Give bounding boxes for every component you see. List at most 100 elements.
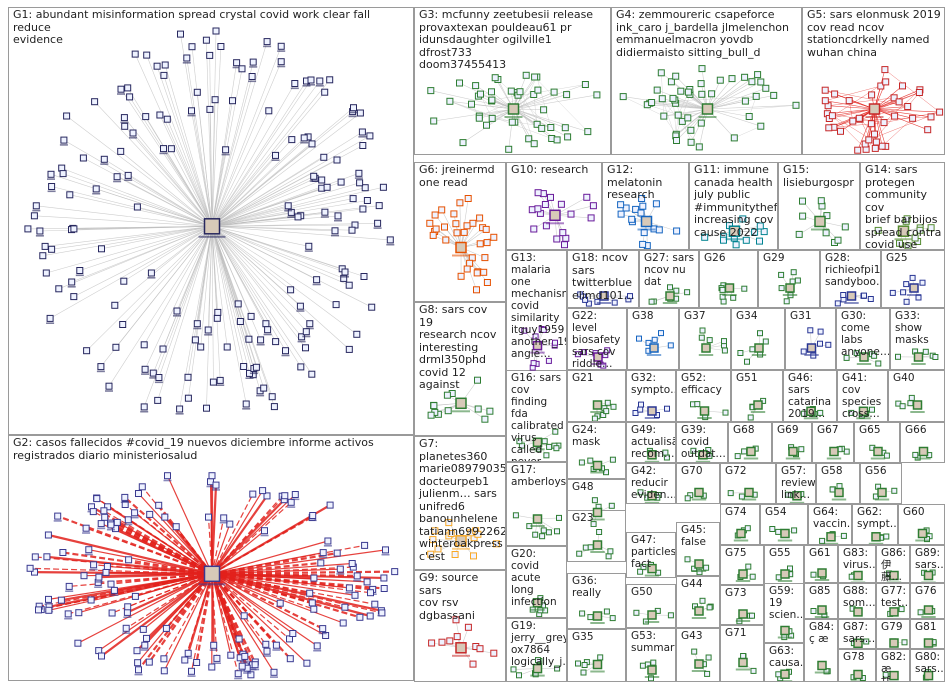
node [456,79,463,87]
node [222,146,230,154]
hub-node-g38 [649,343,659,353]
node [660,112,668,120]
edge [184,573,213,661]
edge [211,226,273,397]
node-caption-mark [120,501,129,503]
node [508,118,516,126]
node [476,645,484,653]
node [36,227,44,235]
node [750,667,757,674]
node [474,405,482,413]
node [854,146,862,154]
hub-node-particles [647,563,657,574]
node [191,336,199,344]
node [696,569,703,575]
node-caption-mark [245,377,254,379]
node-caption-mark [209,649,218,651]
edge [110,573,213,585]
edge [188,226,213,399]
node [427,411,435,419]
group-g25: G25 [881,250,945,308]
edge [120,151,213,227]
node [667,612,674,619]
node-caption-mark [187,675,196,677]
edge [211,573,268,652]
node [238,65,246,73]
node [247,671,255,679]
node [302,328,310,336]
node [438,206,446,214]
node [205,513,212,521]
hub-caption-mark [691,498,707,501]
node [287,208,295,216]
group-g78: G78 [838,649,876,682]
node [762,338,769,345]
node [751,228,759,236]
hub-node-false [694,559,704,569]
group-g15: G15: lisieburgospr [778,162,860,250]
node-caption-mark [130,516,139,519]
group-network [922,669,934,681]
node [452,616,460,624]
node [463,222,471,230]
hub-node-g43 [694,659,704,669]
node [488,88,495,96]
node [142,113,150,121]
node-caption-mark [243,672,252,674]
node [161,61,169,69]
group-network [735,653,757,674]
edge [657,89,708,110]
node [553,136,561,144]
node [792,101,800,109]
node [453,633,461,641]
node-caption-mark [263,333,272,336]
hub-node-zemmoureric [701,103,714,115]
node [585,300,592,307]
edge [211,517,225,574]
node [609,456,616,463]
edge [884,69,940,113]
hub-node-g68 [746,446,756,457]
hub-caption-mark [644,621,660,623]
group-g51: G51 [731,370,783,422]
edge [828,105,875,110]
node [318,176,326,184]
edge [211,173,360,227]
node [741,285,748,292]
node [843,354,850,361]
hub-node-research [549,209,561,222]
node [235,635,243,643]
node [708,90,716,98]
node-caption-mark [120,121,129,124]
node [658,330,664,337]
node [120,114,128,122]
node-layer [915,527,933,543]
node-caption-mark [291,498,300,501]
node-caption-mark [349,111,358,114]
edge [211,46,282,227]
node [837,127,844,135]
group-network [619,65,800,151]
node [752,92,760,100]
group-network [733,525,751,542]
group-g46: G46: sars catarina 2019… [783,370,837,422]
edge [829,108,875,119]
group-network [769,526,798,542]
node-caption-mark [216,384,225,386]
node [353,572,361,580]
node [706,337,713,344]
edge [881,118,913,147]
group-network [810,605,830,618]
hub-node-g69 [788,446,798,457]
node [121,493,129,501]
group-g62: G62: sympt… [852,504,898,545]
edge [707,105,797,110]
edge [211,30,217,227]
node [619,93,627,101]
node [563,91,571,99]
node-caption-mark [141,373,150,375]
node [341,268,349,276]
node [582,296,589,303]
group-network [795,197,849,246]
node [628,215,636,223]
